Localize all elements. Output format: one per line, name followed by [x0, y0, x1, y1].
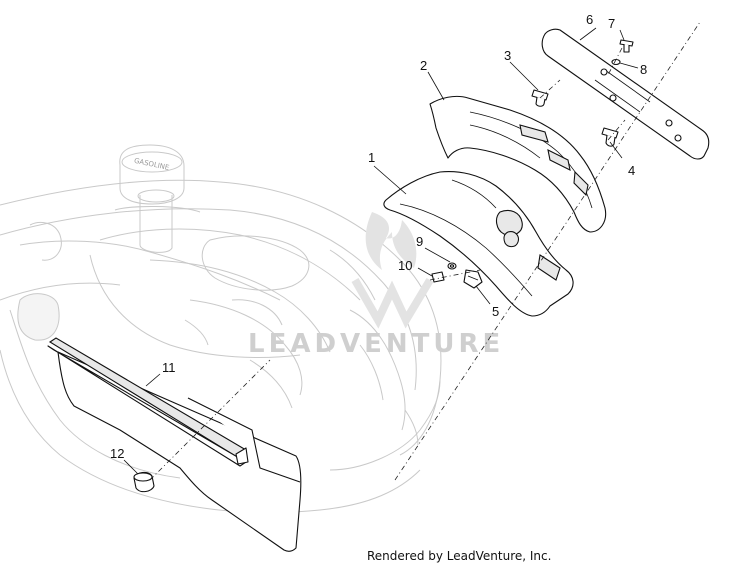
callout-12: 12 [110, 446, 124, 461]
part-3-bolt [531, 89, 549, 107]
callout-2: 2 [420, 58, 427, 73]
assembly-lines [149, 21, 701, 481]
part-9-washer [447, 262, 457, 270]
render-credit: Rendered by LeadVenture, Inc. [367, 549, 551, 563]
watermark: LEADVENTURE [248, 212, 504, 359]
vehicle-body-ghost: GASOLINE [0, 144, 442, 514]
part-12-grommet [133, 471, 155, 493]
callout-9: 9 [416, 234, 423, 249]
leader-lines [123, 27, 639, 475]
watermark-text: LEADVENTURE [248, 329, 504, 359]
part-11-liner [47, 337, 302, 552]
part-7-screw [619, 39, 634, 53]
callout-1: 1 [368, 150, 375, 165]
callout-5: 5 [492, 304, 499, 319]
callout-6: 6 [586, 12, 593, 27]
callout-10: 10 [398, 258, 412, 273]
callout-11: 11 [162, 360, 176, 375]
callout-3: 3 [504, 48, 511, 63]
fuel-cap-label: GASOLINE [133, 157, 170, 172]
callout-8: 8 [640, 62, 647, 77]
part-5-clip [463, 269, 483, 289]
part-1-rear-cover [383, 171, 574, 317]
callout-7: 7 [608, 16, 615, 31]
part-4-bolt [601, 127, 619, 147]
callout-4: 4 [628, 163, 635, 178]
part-2-upper-cover [429, 95, 607, 233]
flame-logo-icon [365, 212, 417, 270]
callouts: 1 2 3 4 5 6 7 8 9 10 11 12 [110, 12, 647, 461]
lv-logo-icon [351, 277, 434, 329]
part-6-plate-bracket [541, 28, 710, 160]
part-10-nut [431, 271, 445, 283]
